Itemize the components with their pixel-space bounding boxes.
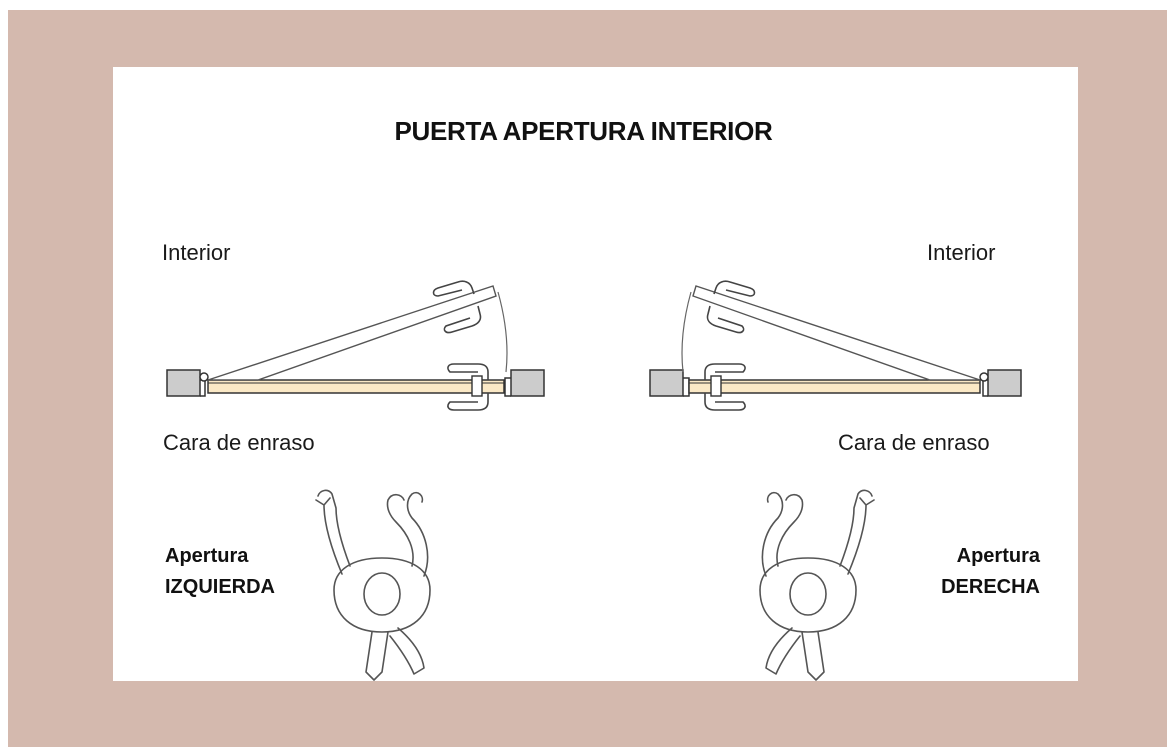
left-wall-block [166,369,201,397]
left-flush-face-label: Cara de enraso [163,430,315,455]
page-title: PUERTA APERTURA INTERIOR [394,116,773,146]
right-opening-label: Apertura DERECHA [930,541,1040,603]
left-open-handle-bottom-icon [443,305,482,334]
right-open-leaf [692,285,981,381]
left-swing-arc [497,291,508,373]
right-opening-line1: Apertura [956,545,1040,567]
left-opening-line2: IZQUIERDA [165,576,275,598]
left-handle-bottom-icon [447,393,489,411]
right-interior-label: Interior [927,240,996,265]
right-flush-face-label: Cara de enraso [838,430,990,455]
right-hinge-icon [979,372,989,382]
right-jamb-block [649,369,684,397]
right-door-plan [649,280,1022,411]
left-handle-top-icon [447,363,489,380]
right-open-handle-bottom-icon [706,305,745,334]
left-door-leaf [207,379,505,394]
right-person-icon [759,489,875,681]
left-opening-label: Apertura IZQUIERDA [165,541,275,603]
right-open-handle-top-icon [713,280,756,297]
right-swing-arc [681,291,692,373]
left-hinge-icon [199,372,209,382]
left-interior-label: Interior [162,240,231,265]
right-opening-line2: DERECHA [941,576,1040,598]
left-open-leaf [207,285,497,381]
left-opening-line1: Apertura [165,545,249,567]
left-door-plan [166,280,545,411]
left-open-handle-top-icon [432,280,475,297]
right-wall-block [987,369,1022,397]
left-jamb-block [510,369,545,397]
left-person-icon [315,489,431,681]
right-handle-top-icon [704,363,746,380]
right-handle-bottom-icon [704,393,746,411]
right-door-leaf [688,379,981,394]
